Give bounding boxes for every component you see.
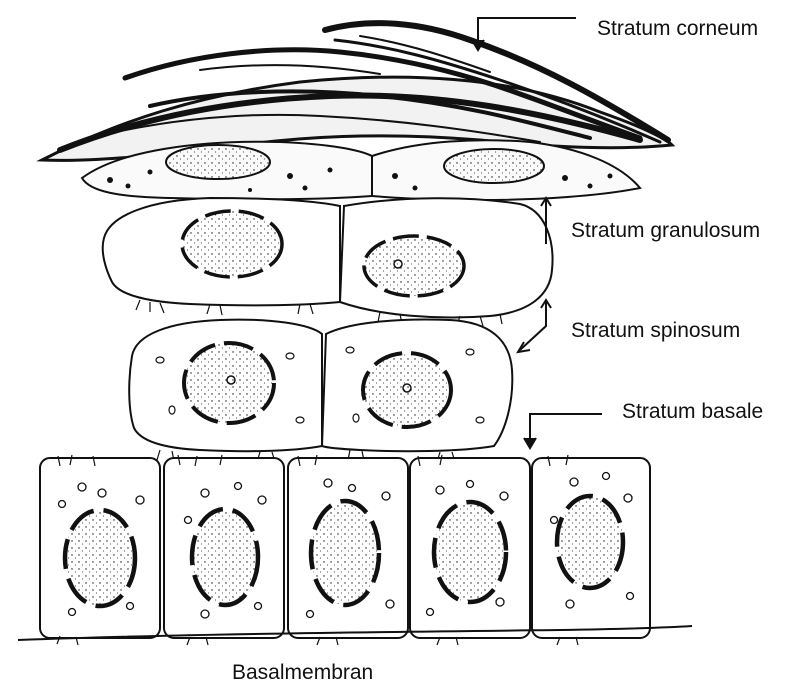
granulosum-nucleus xyxy=(444,149,544,183)
basale-nucleus xyxy=(65,510,135,606)
stratum-basale-label: Stratum basale xyxy=(622,401,763,422)
granulosum-nucleus xyxy=(166,145,270,179)
corneum-pointer xyxy=(478,18,576,46)
stratum-spinosum-lower xyxy=(129,320,512,462)
basale-pointer xyxy=(530,414,602,444)
stratum-corneum-layers xyxy=(42,23,672,160)
basalmembran-label: Basalmembran xyxy=(232,662,373,683)
cell-nucleus xyxy=(363,353,451,427)
stratum-spinosum-upper xyxy=(103,198,553,326)
basale-pointer-arrowhead xyxy=(524,438,536,448)
corneum-band xyxy=(200,65,380,74)
cell-nucleus xyxy=(182,211,282,277)
basale-nucleus xyxy=(192,509,258,605)
basale-nucleus xyxy=(434,502,506,602)
stratum-corneum-label: Stratum corneum xyxy=(597,18,758,39)
stratum-granulosum-label: Stratum granulosum xyxy=(571,220,760,241)
stratum-basale-layer xyxy=(40,455,650,645)
cell-nucleus xyxy=(364,236,464,296)
basale-nucleus xyxy=(311,501,379,605)
basale-nucleus xyxy=(557,496,623,588)
stratum-granulosum-layer xyxy=(82,140,640,200)
stratum-spinosum-label: Stratum spinosum xyxy=(571,320,740,341)
